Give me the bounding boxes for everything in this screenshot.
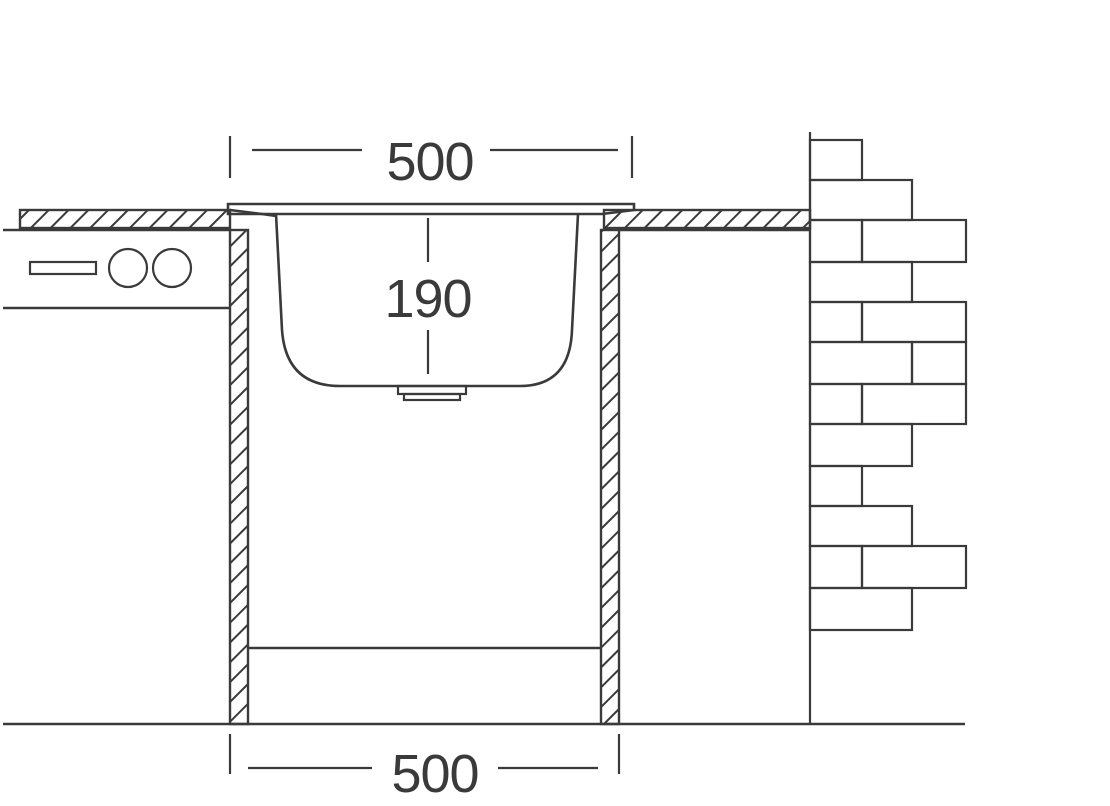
cabinet-left-wall	[228, 228, 250, 726]
bowl-depth-label: 190	[384, 269, 471, 329]
appliance-controls	[28, 247, 193, 289]
drain-body	[402, 392, 462, 402]
top-width-dimension: 500	[228, 132, 634, 192]
appliance-handle-icon	[28, 260, 98, 276]
sink-bowl	[274, 213, 580, 388]
sink-drain	[396, 384, 468, 402]
bottom-width-dimension: 500	[228, 734, 621, 804]
appliance-knob-icon	[107, 247, 149, 289]
sink-rim-left-lip	[229, 208, 277, 218]
bowl-depth-dimension: 190	[384, 218, 473, 374]
right-countertop	[602, 208, 812, 230]
left-countertop	[18, 208, 232, 230]
cabinet-right-wall	[599, 228, 621, 726]
appliance-knob-icon	[151, 247, 193, 289]
top-width-label: 500	[386, 132, 473, 192]
bottom-width-label: 500	[391, 744, 478, 804]
sink-rim	[226, 202, 636, 216]
brick-wall	[808, 132, 968, 724]
